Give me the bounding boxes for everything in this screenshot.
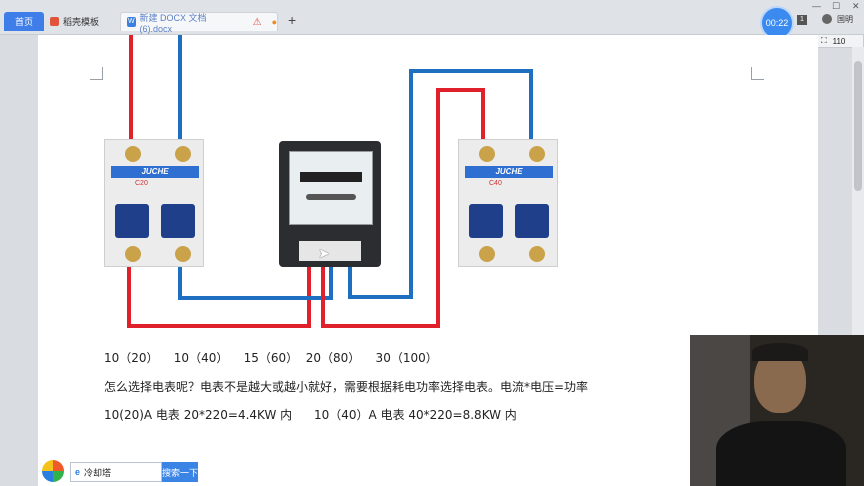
rating-label: C40 [489, 180, 502, 187]
breaker-toggle-right-pole [515, 204, 549, 238]
margin-corner-mark [90, 67, 103, 80]
maximize-icon[interactable]: ☐ [832, 1, 841, 11]
terminal-screw-icon [175, 246, 191, 262]
breaker-toggle-left-pole [115, 204, 149, 238]
terminal-screw-icon [529, 246, 545, 262]
electricity-meter [279, 141, 381, 267]
search-input-value: 冷却塔 [84, 467, 112, 478]
avatar[interactable] [822, 14, 832, 24]
wire-neutral-breaker-to-meter [178, 257, 333, 300]
meter-disc [306, 194, 356, 200]
meter-counter [300, 172, 362, 182]
terminal-screw-icon [479, 146, 495, 162]
example-line-20a: 10(20)A 电表 20*220=4.4KW 内 [104, 408, 293, 422]
browser-e-icon: e [75, 467, 81, 477]
terminal-screw-icon [479, 246, 495, 262]
meter-face [289, 151, 373, 225]
window-count-badge[interactable]: 1 [797, 15, 807, 25]
warning-icon[interactable]: ⚠ [252, 16, 262, 28]
mouse-cursor-icon: ➤ [318, 245, 330, 261]
user-name[interactable]: 国明 [837, 15, 853, 24]
meter-terminal-block [299, 241, 361, 261]
wire-live-meter-to-breaker [321, 88, 485, 328]
presenter-hair [752, 343, 808, 361]
tab-bar: — ☐ ✕ 首页 稻壳模板 W 新建 DOCX 文档 (6).docx ⚠ ● … [0, 0, 864, 38]
rating-label: C20 [135, 180, 148, 187]
scrollbar-thumb[interactable] [854, 61, 862, 191]
app-logo-icon[interactable] [42, 460, 64, 482]
breaker-toggle-left-pole [469, 204, 503, 238]
new-tab-button[interactable]: + [288, 12, 297, 28]
rating-options-line: 10（20） 10（40） 15（60） 20（80） 30（100） [104, 351, 438, 365]
document-page: JUCHE C20 JUCHE C40 ➤ [38, 35, 818, 486]
recording-timer[interactable]: 00:22 [762, 8, 792, 38]
search-button[interactable]: 搜索一下 [162, 462, 198, 482]
brand-label: JUCHE [111, 166, 199, 178]
webcam-overlay [690, 335, 864, 486]
docer-icon [50, 17, 59, 26]
terminal-screw-icon [175, 146, 191, 162]
circuit-breaker-right: JUCHE C40 [458, 139, 558, 267]
minimize-icon[interactable]: — [812, 1, 821, 11]
word-doc-icon: W [127, 17, 136, 27]
wiring-diagram [127, 35, 533, 328]
tab-template-label: 稻壳模板 [63, 17, 100, 27]
terminal-screw-icon [125, 146, 141, 162]
wire-live-breaker-to-meter [127, 257, 311, 328]
unsaved-dot-icon: ● [271, 17, 277, 27]
zoom-level: 110 [832, 36, 846, 46]
question-line: 怎么选择电表呢？电表不是越大或越小就好，需要根据耗电功率选择电表。电流*电压=功… [104, 380, 589, 394]
terminal-screw-icon [125, 246, 141, 262]
tab-document-label: 新建 DOCX 文档 (6).docx [139, 12, 207, 34]
search-input[interactable]: e 冷却塔 [70, 462, 162, 482]
terminal-screw-icon [529, 146, 545, 162]
breaker-toggle-right-pole [161, 204, 195, 238]
fullscreen-icon[interactable]: ⛶ [821, 36, 827, 45]
tab-document[interactable]: W 新建 DOCX 文档 (6).docx ⚠ ● [120, 12, 278, 34]
document-area: JUCHE C20 JUCHE C40 ➤ [0, 35, 864, 486]
brand-label: JUCHE [465, 166, 553, 178]
margin-corner-mark [751, 67, 764, 80]
tab-template[interactable]: 稻壳模板 [50, 12, 114, 31]
example-line-40a: 10（40）A 电表 40*220=8.8KW 内 [314, 408, 517, 422]
presenter-jacket [716, 421, 846, 486]
circuit-breaker-left: JUCHE C20 [104, 139, 204, 267]
tab-home[interactable]: 首页 [4, 12, 44, 31]
wire-neutral-meter-to-breaker [348, 69, 533, 299]
search-widget: e 冷却塔 搜索一下 [38, 458, 206, 484]
close-window-icon[interactable]: ✕ [852, 1, 860, 11]
